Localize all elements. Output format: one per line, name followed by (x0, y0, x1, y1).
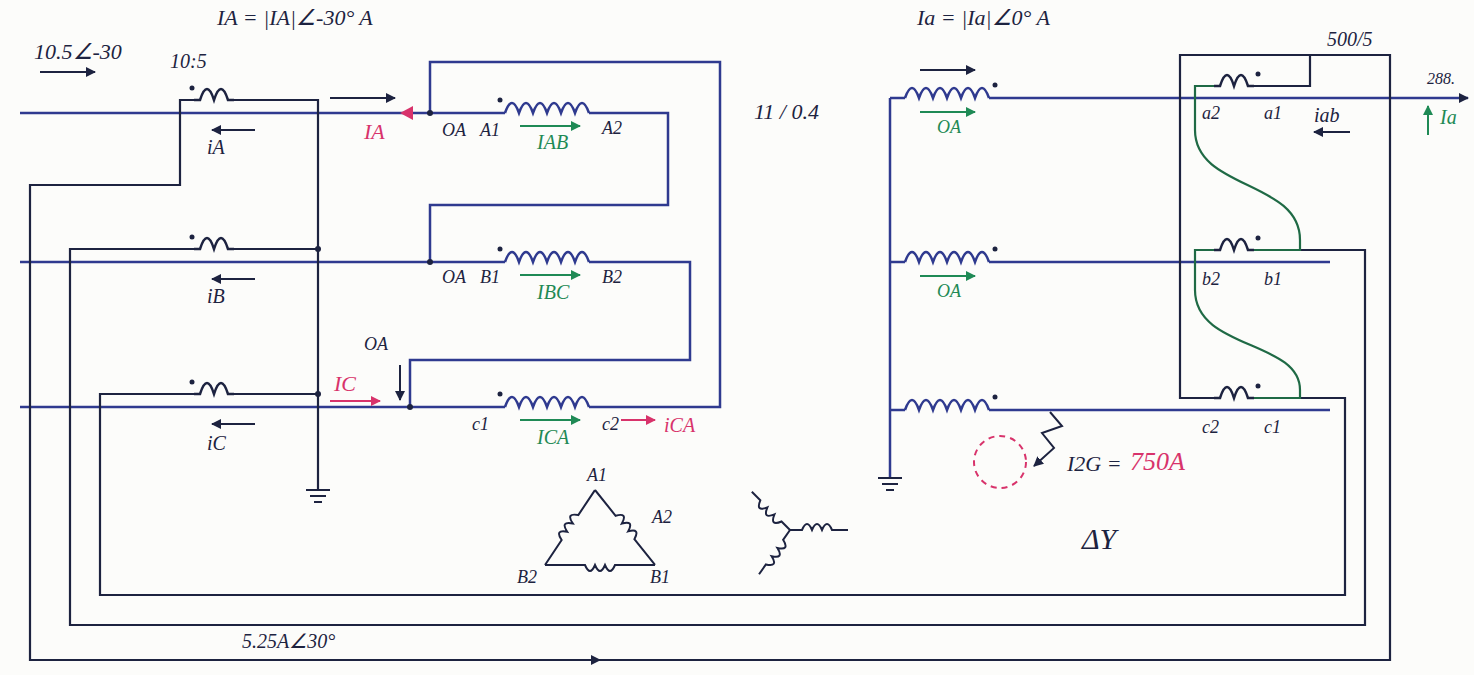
ct-delta-links (1195, 86, 1300, 398)
terminal-label: b1 (1262, 270, 1284, 290)
fault-loop (974, 436, 1026, 488)
current-value: 5.25A∠30° (240, 630, 337, 652)
terminal-label: b2 (1200, 270, 1222, 290)
current-label: IC (332, 372, 358, 396)
current-value: 10.5∠-30 (32, 40, 124, 64)
polarity-dots (190, 72, 1261, 411)
current-value: OA (362, 335, 390, 355)
fault-current: 750A (1128, 448, 1187, 477)
ct-current: iC (205, 432, 228, 454)
terminal-label: B2 (515, 568, 539, 588)
phase-conductors (20, 62, 1468, 478)
current-label: IBC (535, 281, 571, 303)
delta-symbol (540, 486, 660, 571)
ct-ratio: 500/5 (1325, 28, 1375, 50)
terminal-label: A1 (478, 121, 502, 141)
current-value: OA (440, 121, 468, 141)
terminal-label: a1 (1262, 104, 1284, 124)
terminal-label: c1 (470, 415, 491, 435)
transformer-windings (505, 88, 989, 410)
terminal-label: c1 (1262, 418, 1283, 438)
current-value: OA (440, 268, 468, 288)
current-value: OA (935, 282, 963, 302)
terminal-label: a2 (1200, 104, 1222, 124)
terminal-label: A2 (650, 508, 674, 528)
terminal-label: B1 (478, 268, 502, 288)
current-equation: Ia = |Ia|∠0° A (915, 6, 1052, 30)
current-equation: IA = |IA|∠-30° A (215, 6, 375, 30)
current-arrowhead (400, 106, 413, 120)
ct-current: iA (205, 136, 227, 158)
terminal-label: B2 (600, 268, 624, 288)
ct-ratio: 10:5 (168, 50, 209, 72)
current-arrows (40, 70, 1428, 660)
current-transformers (194, 75, 1254, 398)
ct-wiring (30, 55, 1390, 660)
ct-current: iab (1312, 104, 1342, 126)
current-value: OA (935, 118, 963, 138)
terminal-label: B1 (648, 568, 672, 588)
current-label: iCA (662, 414, 697, 436)
voltage-ratio: 11 / 0.4 (752, 100, 821, 124)
star-symbol (748, 492, 848, 578)
ct-current: iB (205, 285, 227, 307)
current-label: Ia (1438, 106, 1459, 128)
current-label: ICA (535, 426, 571, 448)
terminal-label: A1 (585, 466, 609, 486)
terminal-label: c2 (1200, 418, 1221, 438)
current-value: 288. (1425, 70, 1457, 88)
connection-label: ΔY (1080, 522, 1118, 555)
fault-arrow (1034, 412, 1062, 466)
current-label: IAB (535, 131, 570, 153)
current-label: IA (362, 120, 387, 144)
fault-current: I2G = (1065, 452, 1124, 476)
terminal-label: A2 (600, 119, 624, 139)
terminal-label: c2 (600, 415, 621, 435)
